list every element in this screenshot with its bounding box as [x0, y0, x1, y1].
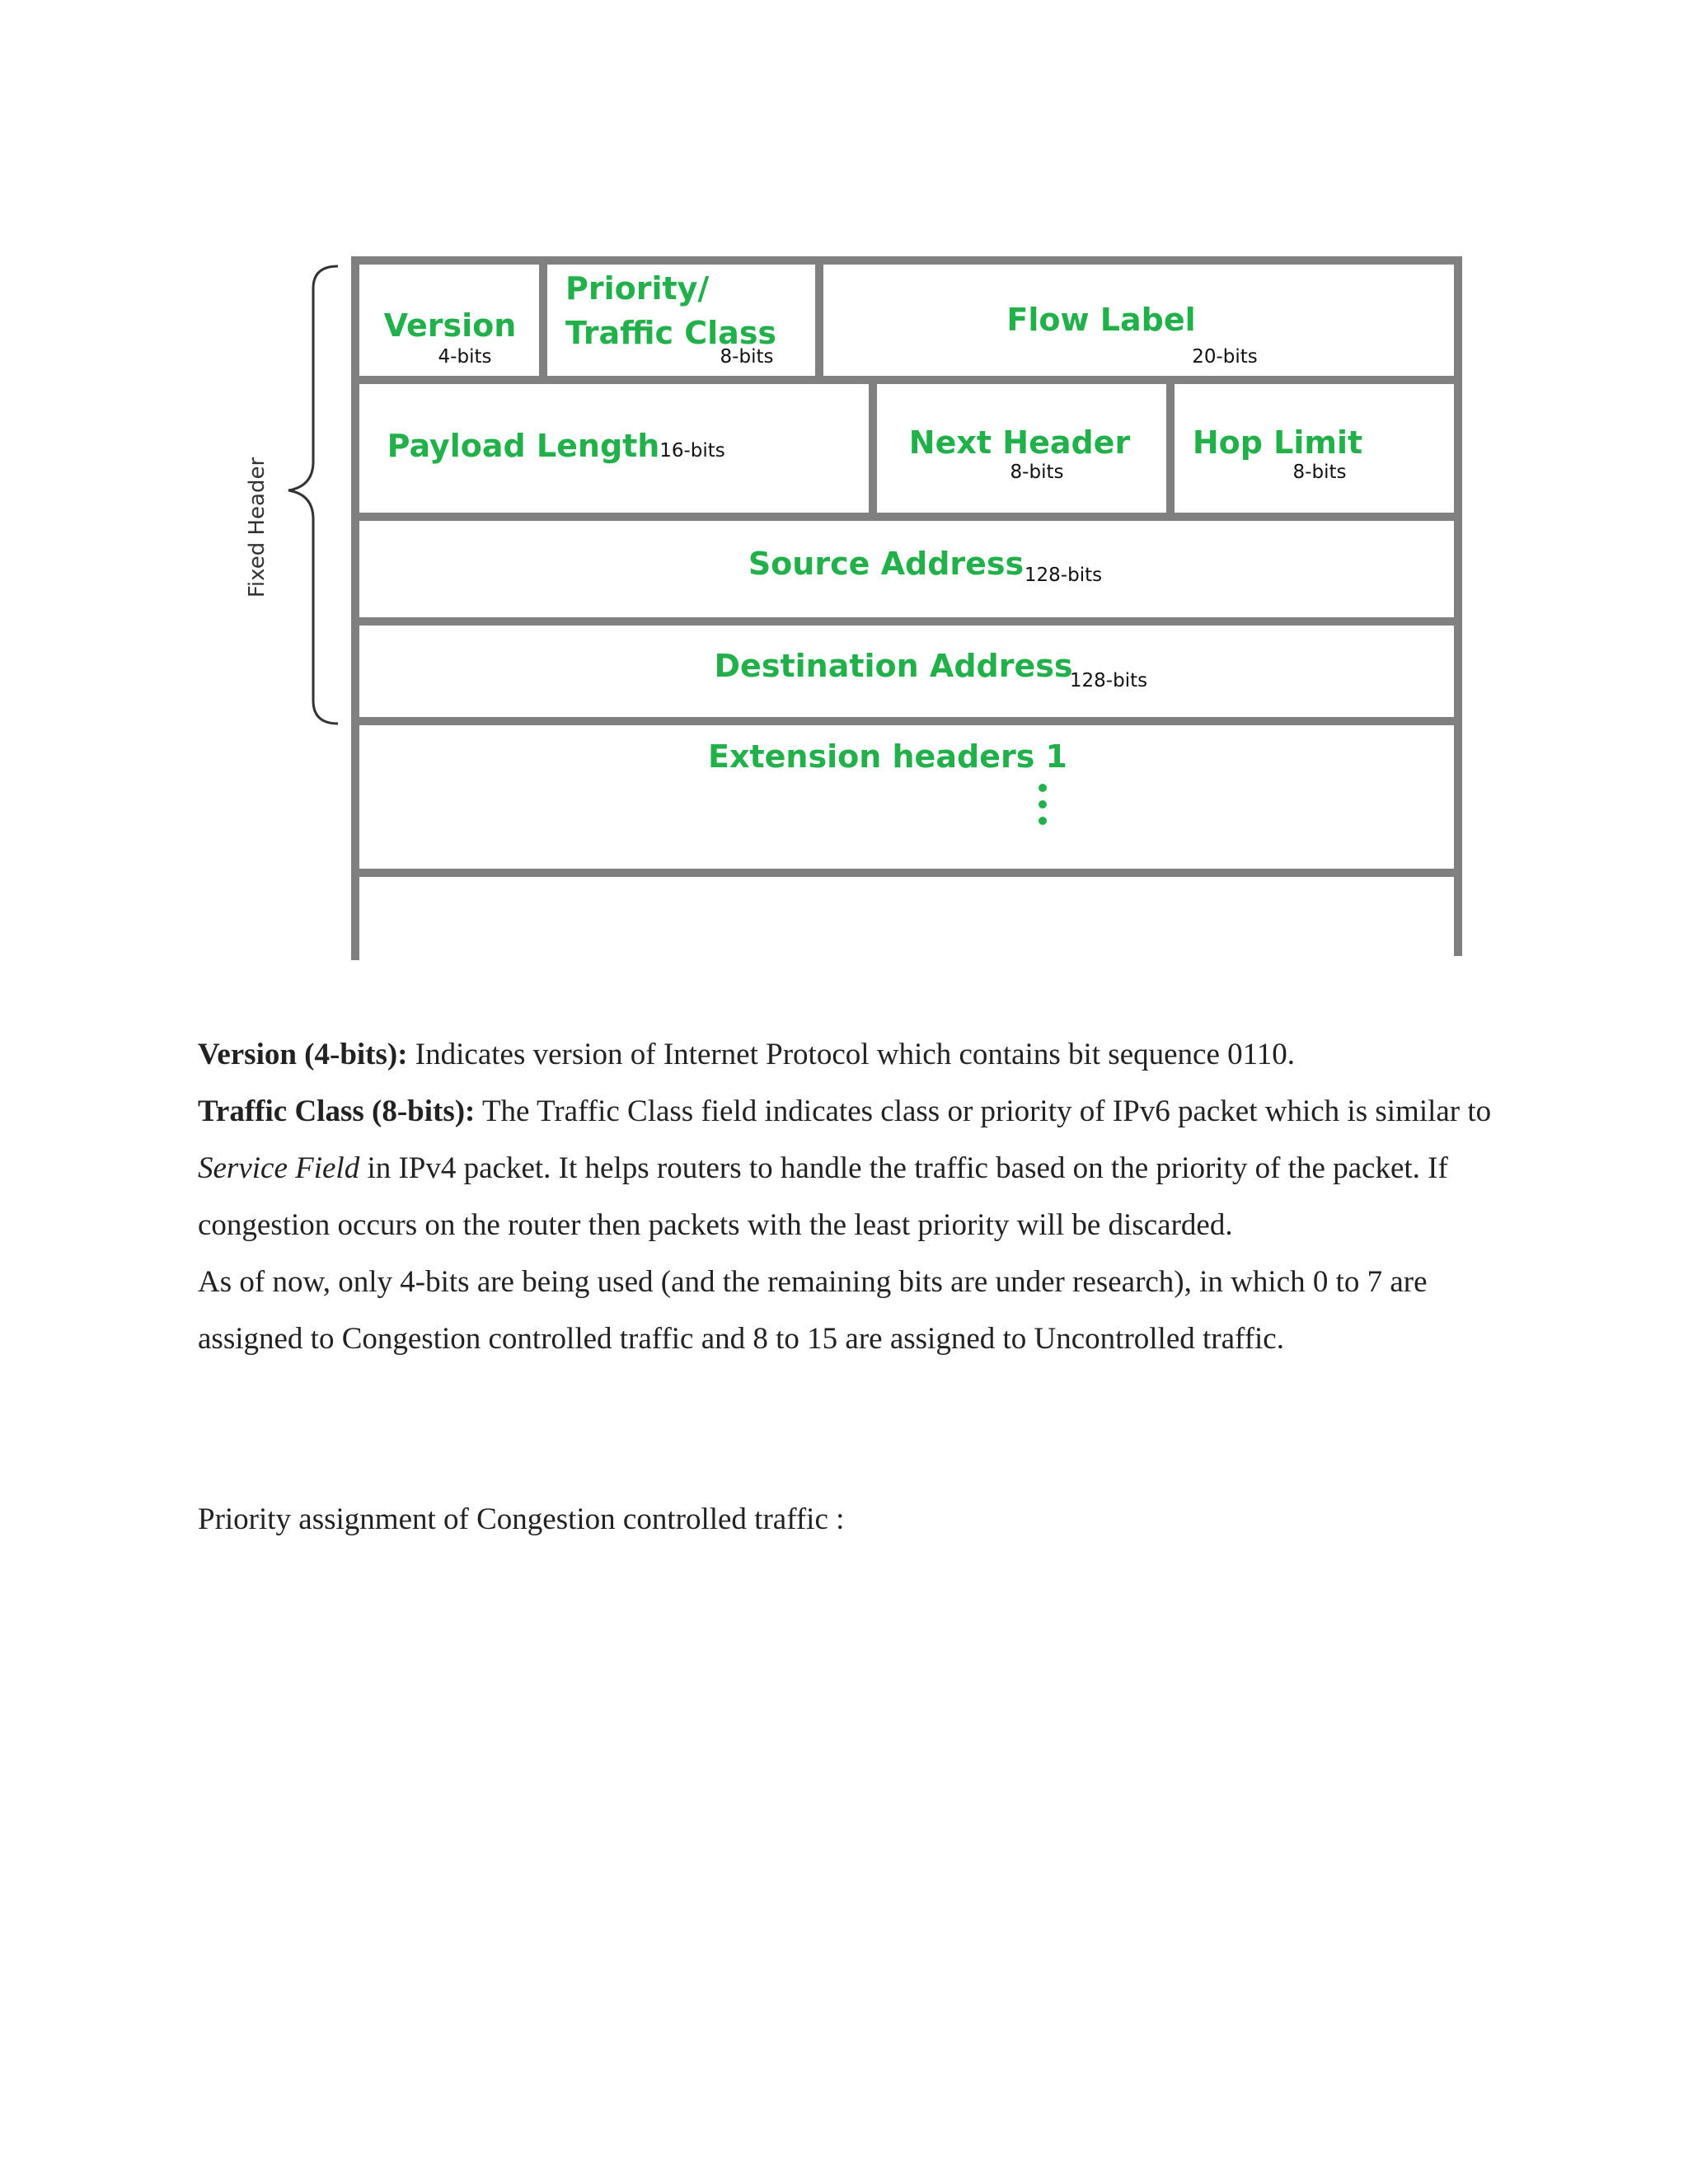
- flow-label-bits: 20-bits: [1192, 346, 1258, 368]
- hop-limit-field-label: Hop Limit: [1193, 424, 1362, 461]
- traffic-class-description-a: The Traffic Class field indicates class …: [475, 1094, 1492, 1128]
- version-term: Version (4-bits):: [198, 1038, 408, 1071]
- priority-assignment-heading: Priority assignment of Congestion contro…: [198, 1502, 845, 1536]
- diagram-grid: [351, 256, 1462, 960]
- bits-usage-paragraph: As of now, only 4-bits are being used (a…: [198, 1265, 1428, 1356]
- flow-label-field-label: Flow Label: [1006, 302, 1195, 338]
- traffic-class-term: Traffic Class (8-bits):: [198, 1094, 476, 1128]
- source-address-bits: 128-bits: [1025, 565, 1102, 586]
- version-field-label: Version: [384, 307, 517, 344]
- version-field-bits: 4-bits: [438, 346, 492, 368]
- document-body: Version (4-bits): Indicates version of I…: [198, 1026, 1500, 1548]
- service-field-term: Service Field: [198, 1151, 360, 1185]
- fixed-header-brace: [288, 265, 339, 725]
- payload-length-bits: 16-bits: [659, 440, 725, 462]
- payload-length-field-label: Payload Length: [387, 428, 660, 464]
- ipv6-header-diagram: Fixed Header Version 4-bits Priority/ Tr…: [245, 256, 1462, 960]
- traffic-class-label-line1: Priority/: [565, 270, 709, 307]
- destination-address-field-label: Destination Address: [715, 648, 1073, 684]
- traffic-class-paragraph: Traffic Class (8-bits): The Traffic Clas…: [198, 1083, 1500, 1254]
- extension-headers-label: Extension headers 1: [708, 738, 1067, 775]
- traffic-class-label-line2: Traffic Class: [565, 315, 776, 351]
- version-description: Indicates version of Internet Protocol w…: [407, 1038, 1296, 1071]
- destination-address-bits: 128-bits: [1070, 670, 1147, 691]
- ellipsis-dots-icon: [1039, 784, 1047, 825]
- version-paragraph: Version (4-bits): Indicates version of I…: [198, 1026, 1500, 1083]
- traffic-class-bits: 8-bits: [720, 346, 774, 368]
- fixed-header-label: Fixed Header: [245, 457, 270, 598]
- source-address-field-label: Source Address: [748, 546, 1024, 582]
- next-header-bits: 8-bits: [1010, 462, 1064, 483]
- next-header-field-label: Next Header: [909, 424, 1131, 461]
- hop-limit-bits: 8-bits: [1293, 462, 1347, 483]
- traffic-class-description-b: in IPv4 packet. It helps routers to hand…: [198, 1151, 1448, 1242]
